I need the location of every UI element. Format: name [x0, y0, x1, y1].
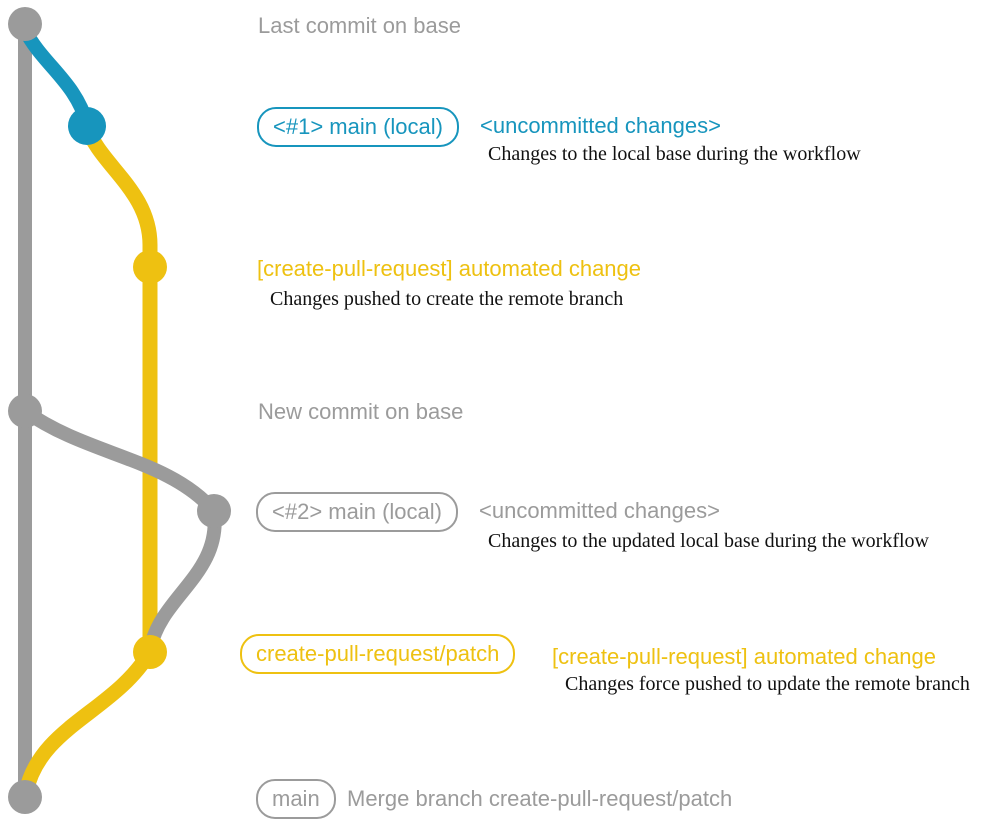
new-commit-label: New commit on base — [258, 399, 464, 424]
commit-dot-patch-1 — [133, 250, 167, 284]
automated-change-title-2: [create-pull-request] automated change — [552, 644, 937, 669]
rebase-to-patch-curve — [144, 504, 222, 653]
automated-change-desc-1: Changes pushed to create the remote bran… — [270, 288, 624, 310]
uncommitted-changes-desc-2: Changes to the updated local base during… — [488, 530, 929, 552]
branch-badge-main-local-2: <#2> main (local) — [256, 492, 458, 532]
updated-base-checkout-curve — [18, 404, 221, 518]
merge-branch-label: Merge branch create-pull-request/patch — [347, 786, 733, 811]
branch-badge-patch: create-pull-request/patch — [240, 634, 516, 674]
last-commit-label: Last commit on base — [258, 13, 461, 38]
uncommitted-changes-title-2: <uncommitted changes> — [479, 498, 720, 523]
commit-dot-uncommitted-1 — [68, 107, 106, 145]
commit-dot-patch-2 — [133, 635, 167, 669]
patch-branch-line — [79, 118, 158, 660]
commit-dot-uncommitted-2 — [197, 494, 231, 528]
automated-change-title-1: [create-pull-request] automated change — [257, 256, 642, 281]
commit-dot-merge — [8, 780, 42, 814]
patch-merge-curve — [18, 644, 158, 800]
commit-dot-new-base — [8, 394, 42, 428]
uncommitted-changes-title-1: <uncommitted changes> — [480, 113, 721, 138]
automated-change-desc-2: Changes force pushed to update the remot… — [565, 673, 970, 695]
uncommitted-changes-desc-1: Changes to the local base during the wor… — [488, 143, 861, 165]
branch-badge-main: main — [256, 779, 336, 819]
branch-badge-main-local-1: <#1> main (local) — [257, 107, 459, 147]
commit-dot-last-base — [8, 7, 42, 41]
